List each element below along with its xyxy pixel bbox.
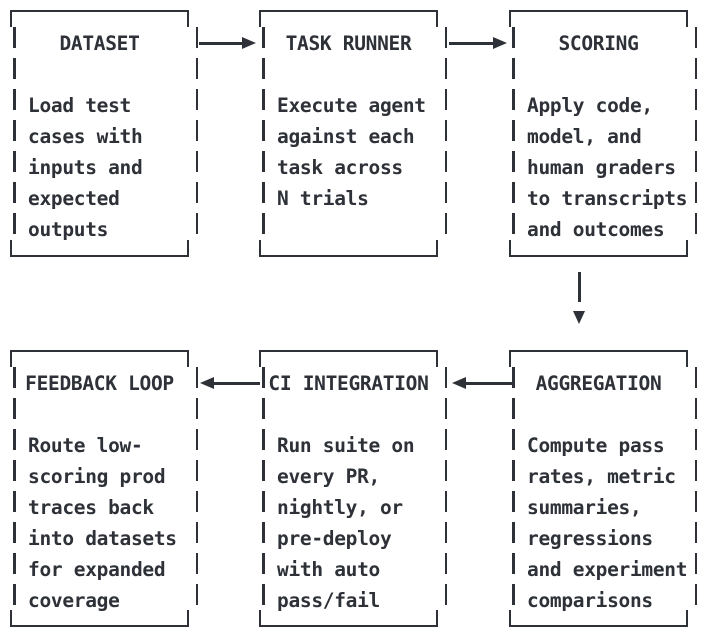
- box-text-line: and outcomes: [527, 218, 665, 241]
- box-text-line: task across: [277, 156, 403, 179]
- box-border-right: [195, 27, 198, 241]
- box-text-line: to transcripts: [527, 187, 688, 210]
- box-text-line: N trials: [277, 187, 369, 210]
- box-aggregation: AGGREGATION Compute pass rates, metric s…: [509, 350, 697, 627]
- arrow-shaft: [464, 382, 512, 385]
- arrow-head: [452, 377, 466, 389]
- box-text-line: pass/fail: [277, 589, 380, 612]
- box-text-line: Execute agent: [277, 94, 426, 117]
- box-border-left: [262, 27, 265, 241]
- box-title: SCORING: [558, 32, 639, 55]
- box-text-line: inputs and: [28, 156, 143, 179]
- box-text-line: human graders: [527, 156, 676, 179]
- box-text-line: against each: [277, 125, 415, 148]
- arrow-dataset-to-task-runner: [199, 37, 256, 50]
- box-border-bottom: [259, 240, 438, 257]
- arrow-head: [573, 311, 585, 324]
- box-text-line: pre-deploy: [277, 527, 392, 550]
- box-dataset: DATASET Load test cases with inputs and …: [10, 10, 198, 257]
- box-feedback-loop: FEEDBACK LOOP Route low- scoring prod tr…: [10, 350, 198, 627]
- box-text-line: comparisons: [527, 589, 653, 612]
- box-border-left: [13, 27, 16, 241]
- box-description: Apply code, model, and human graders to …: [527, 90, 697, 245]
- box-border-bottom: [509, 240, 688, 257]
- box-border-top: [10, 10, 189, 27]
- box-text-line: cases with: [28, 125, 143, 148]
- box-description: Load test cases with inputs and expected…: [28, 90, 198, 245]
- arrow-head: [493, 37, 507, 49]
- arrow-shaft: [578, 272, 581, 302]
- box-text-line: summaries,: [527, 496, 642, 519]
- box-description: Run suite on every PR, nightly, or pre-d…: [277, 430, 447, 616]
- box-border-left: [262, 367, 265, 611]
- box-text-line: Compute pass: [527, 434, 665, 457]
- box-title: TASK RUNNER: [285, 32, 412, 55]
- arrow-head: [200, 377, 214, 389]
- box-text-line: regressions: [527, 527, 653, 550]
- arrow-shaft: [449, 42, 495, 45]
- arrow-scoring-to-aggregation: [573, 272, 586, 324]
- arrow-shaft: [212, 382, 260, 385]
- box-border-bottom: [259, 610, 438, 627]
- box-ci-integration: CI INTEGRATION Run suite on every PR, ni…: [259, 350, 447, 627]
- box-text-line: coverage: [28, 589, 120, 612]
- box-text-line: rates, metric: [527, 465, 676, 488]
- box-border-right: [444, 367, 447, 611]
- box-text-line: Load test: [28, 94, 131, 117]
- box-border-bottom: [10, 240, 189, 257]
- box-scoring: SCORING Apply code, model, and human gra…: [509, 10, 697, 257]
- box-title: AGGREGATION: [535, 372, 662, 395]
- box-border-top: [259, 350, 438, 367]
- box-text-line: outputs: [28, 218, 109, 241]
- arrow-aggregation-to-ci-integration: [452, 377, 512, 390]
- box-border-top: [509, 10, 688, 27]
- box-text-line: with auto: [277, 558, 380, 581]
- box-border-left: [512, 27, 515, 241]
- box-task-runner: TASK RUNNER Execute agent against each t…: [259, 10, 447, 257]
- box-border-right: [195, 367, 198, 611]
- box-text-line: traces back: [28, 496, 154, 519]
- box-text-line: expected: [28, 187, 120, 210]
- box-description: Compute pass rates, metric summaries, re…: [527, 430, 697, 616]
- box-border-right: [694, 367, 697, 611]
- box-title: CI INTEGRATION: [268, 372, 429, 395]
- box-text-line: model, and: [527, 125, 642, 148]
- box-border-bottom: [10, 610, 189, 627]
- box-border-left: [13, 367, 16, 611]
- box-border-top: [259, 10, 438, 27]
- arrow-head: [242, 37, 256, 49]
- box-text-line: Run suite on: [277, 434, 415, 457]
- arrow-ci-integration-to-feedback-loop: [200, 377, 260, 390]
- box-title: FEEDBACK LOOP: [25, 372, 174, 395]
- arrow-task-runner-to-scoring: [449, 37, 507, 50]
- arrow-shaft: [199, 42, 244, 45]
- box-border-right: [444, 27, 447, 241]
- box-description: Route low- scoring prod traces back into…: [28, 430, 198, 616]
- box-text-line: every PR,: [277, 465, 380, 488]
- box-text-line: Apply code,: [527, 94, 653, 117]
- box-border-top: [509, 350, 688, 367]
- box-text-line: for expanded: [28, 558, 166, 581]
- box-text-line: into datasets: [28, 527, 177, 550]
- box-description: Execute agent against each task across N…: [277, 90, 447, 214]
- box-text-line: Route low-: [28, 434, 143, 457]
- box-text-line: and experiment: [527, 558, 688, 581]
- box-border-bottom: [509, 610, 688, 627]
- box-border-top: [10, 350, 189, 367]
- box-text-line: nightly, or: [277, 496, 403, 519]
- box-border-right: [694, 27, 697, 241]
- box-title: DATASET: [59, 32, 140, 55]
- box-text-line: scoring prod: [28, 465, 166, 488]
- box-border-left: [512, 367, 515, 611]
